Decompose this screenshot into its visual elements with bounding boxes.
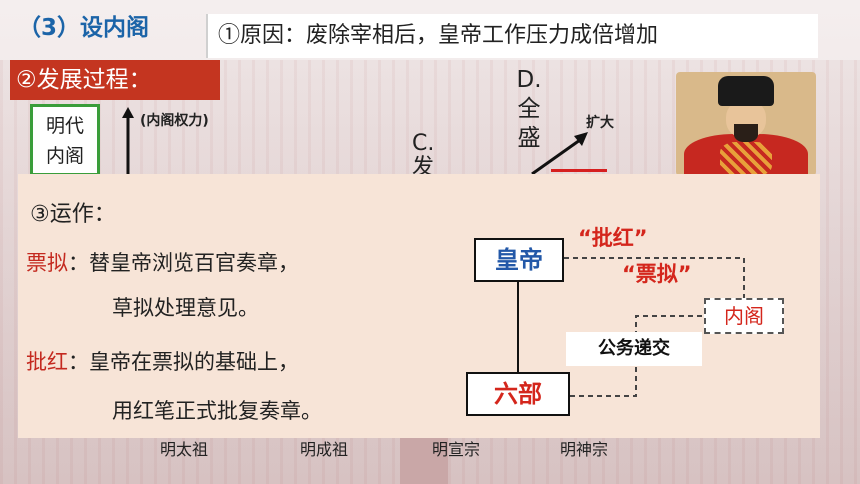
piaoni-text-1: ：替皇帝浏览百官奏章， <box>68 251 299 275</box>
option-c-line-1: C. <box>412 131 435 156</box>
option-d-line-3: 盛 <box>517 125 541 151</box>
piaoni-label: “票拟” <box>622 262 692 286</box>
trend-label: 扩大 <box>586 115 614 131</box>
background-gate <box>400 430 448 484</box>
option-c-line-2: 发 <box>412 155 435 180</box>
pihong-dashed-path <box>564 257 745 298</box>
emperor-name-taizu: 明太祖 <box>160 440 209 459</box>
operation-panel <box>18 174 820 438</box>
piaoni-key: 票拟 <box>26 251 68 275</box>
emperor-box: 皇帝 <box>474 238 564 282</box>
pihong-line-2: 用红笔正式批复奏章。 <box>112 399 322 423</box>
pihong-line-1: 批红：皇帝在票拟的基础上， <box>26 346 299 376</box>
emperor-name-chengzu: 明成祖 <box>300 440 349 459</box>
ming-emperor-portrait <box>676 72 816 176</box>
trend-arrow <box>531 132 588 176</box>
stage-label: ②发展过程： <box>10 60 220 100</box>
operation-title: ③运作： <box>30 202 116 227</box>
portrait-hat <box>718 76 774 106</box>
option-c: C. 发 <box>412 132 434 180</box>
ming-cabinet-line-2: 内阁 <box>45 145 84 167</box>
office-dashed-path <box>570 315 704 397</box>
piaoni-line-2: 草拟处理意见。 <box>112 296 259 320</box>
ming-cabinet-box: 明代 内阁 <box>30 104 100 176</box>
office-transfer-label: 公务递交 <box>566 332 702 366</box>
piaoni-line-1: 票拟：替皇帝浏览百官奏章， <box>26 247 299 277</box>
reason-text: ①原因：废除宰相后，皇帝工作压力成倍增加 <box>206 14 818 58</box>
option-d-line-1: D. <box>516 67 542 93</box>
pihong-label: “批红” <box>578 226 648 250</box>
pihong-text-1: ：皇帝在票拟的基础上， <box>68 350 299 374</box>
emperor-name-shenzong: 明神宗 <box>560 440 609 459</box>
portrait-robe-pattern <box>720 142 772 176</box>
option-d: D. 全 盛 <box>512 66 546 153</box>
ming-cabinet-line-1: 明代 <box>45 115 84 137</box>
power-axis-label: (内阁权力) <box>140 113 209 129</box>
ministries-box: 六部 <box>466 372 570 416</box>
red-dash-mark <box>551 169 607 172</box>
power-axis-arrow <box>122 107 134 176</box>
cabinet-box: 内阁 <box>704 298 784 334</box>
portrait-beard <box>734 124 758 142</box>
emperor-name-xuanzong: 明宣宗 <box>432 440 481 459</box>
pihong-key: 批红 <box>26 350 68 374</box>
option-d-line-2: 全 <box>517 96 541 122</box>
section-title: （3）设内阁 <box>18 15 150 41</box>
